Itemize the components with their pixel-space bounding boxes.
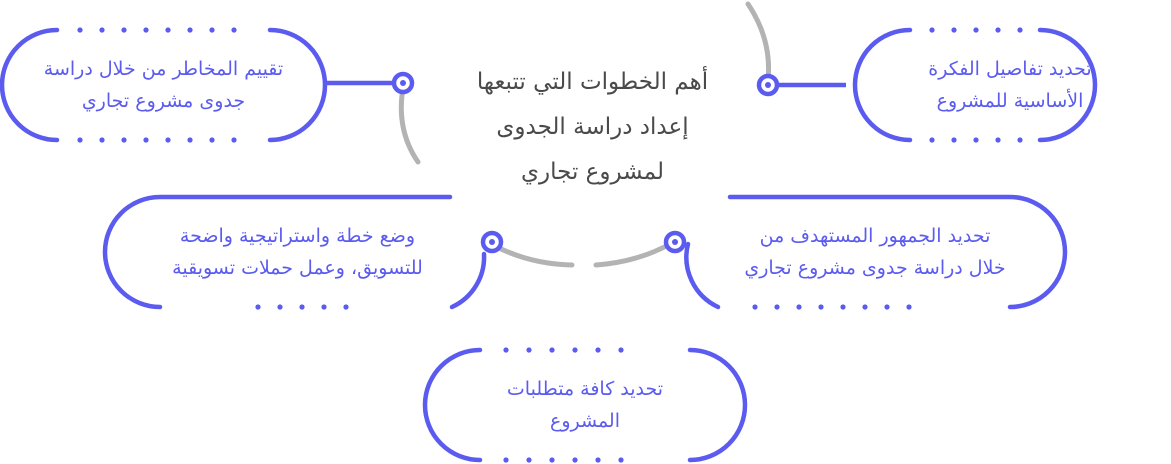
step-2-line-2: جدوى مشروع تجاري (81, 90, 246, 112)
connector-arc-bottom-left (492, 243, 575, 268)
title-line-2: إعداد دراسة الجدوى (496, 114, 689, 140)
step-2-line-1: تقييم المخاطر من خلال دراسة (43, 58, 284, 80)
diagram-title: أهم الخطوات التي تتبعها إعداد دراسة الجد… (420, 60, 765, 195)
step-5-shape (422, 347, 748, 463)
step-1-line-2: الأساسية للمشروع (936, 90, 1084, 112)
step-3-line-2: خلال دراسة جدوى مشروع تجاري (744, 257, 1006, 279)
step-1-label: تحديد تفاصيل الفكرة الأساسية للمشروع (855, 30, 1165, 140)
step-4-shape (102, 194, 504, 310)
step-2-label: تقييم المخاطر من خلال دراسة جدوى مشروع ت… (2, 30, 325, 140)
title-line-3: لمشروع تجاري (520, 159, 665, 185)
step-4-line-1: وضع خطة واستراتيجية واضحة (179, 225, 416, 247)
connector-arc-bottom-right (593, 240, 675, 268)
step-4-label: وضع خطة واستراتيجية واضحة للتسويق، وعمل … (105, 197, 490, 307)
step-3-line-1: تحديد الجمهور المستهدف من (759, 225, 991, 247)
step-5-line-2: المشروع (550, 410, 620, 432)
step-5-label: تحديد كافة متطلبات المشروع (425, 350, 745, 460)
title-line-1: أهم الخطوات التي تتبعها (476, 69, 709, 95)
step-3-label: تحديد الجمهور المستهدف من خلال دراسة جدو… (685, 197, 1065, 307)
connector-arc-top-right (745, 1, 772, 83)
step-4-line-2: للتسويق، وعمل حملات تسويقية (172, 257, 423, 279)
step-5-line-1: تحديد كافة متطلبات (506, 378, 664, 400)
step-3-shape (663, 194, 1068, 310)
step-2-shape (0, 27, 415, 143)
step-1-line-1: تحديد تفاصيل الفكرة (928, 58, 1092, 80)
step-1-shape (756, 27, 1098, 143)
connector-arc-top-left (398, 85, 421, 165)
